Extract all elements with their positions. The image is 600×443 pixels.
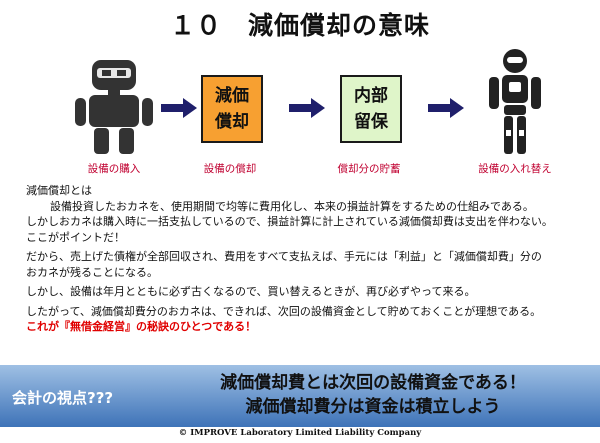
- body-line: しかし、設備は年月とともに必ず古くなるので、買い替えるときが、再び必ずやって来る…: [26, 285, 476, 298]
- body-line: しかしおカネは購入時に一括支払しているので、損益計算に計上されている減価償却費は…: [26, 215, 553, 228]
- body-line: だから、売上げた債権が全部回収され、費用をすべて支払えば、手元には「利益」と「減…: [26, 250, 542, 263]
- box-line: 内部: [354, 86, 388, 106]
- footer-message: 減価償却費とは次回の設備資金である！ 減価償却費分は資金は積立しよう: [158, 371, 588, 419]
- body-line: おカネが残ることになる。: [26, 265, 158, 279]
- old-robot-icon: [75, 60, 153, 154]
- definition-text: 設備投資したおカネを、使用期間で均等に費用化し、本来の損益計算をするための仕組み…: [50, 199, 534, 213]
- body-line: したがって、減価償却費分のおカネは、できれば、次回の設備資金として貯めておくこと…: [26, 304, 542, 318]
- box-line: 償却: [215, 112, 249, 132]
- footer-message-line: 減価償却費分は資金は積立しよう: [245, 397, 501, 417]
- arrow-right-icon: [289, 98, 325, 118]
- explanation-text: 減価償却とは 設備投資したおカネを、使用期間で均等に費用化し、本来の損益計算をす…: [26, 183, 596, 335]
- box-line: 減価: [215, 86, 249, 106]
- step-label-purchase: 設備の購入: [87, 163, 141, 175]
- point-text: ここがポイントだ！: [26, 230, 125, 244]
- box-line: 留保: [354, 112, 388, 132]
- footer-band: [0, 365, 600, 427]
- retained-earnings-box: 内部 留保: [340, 75, 402, 143]
- section-heading: 減価償却とは: [26, 184, 92, 197]
- depreciation-box: 減価 償却: [201, 75, 263, 143]
- step-label-savings: 償却分の貯蓄: [337, 163, 401, 175]
- conclusion-text: これが『無借金経営』の秘訣のひとつである！: [26, 320, 257, 333]
- new-robot-icon: [489, 49, 541, 154]
- arrow-right-icon: [161, 98, 197, 118]
- page-title: １０ 減価償却の意味: [169, 11, 430, 40]
- copyright: © IMPROVE Laboratory Limited Liability C…: [178, 428, 422, 438]
- footer-message-line: 減価償却費とは次回の設備資金である！: [220, 373, 526, 393]
- step-label-depreciation: 設備の償却: [203, 163, 257, 175]
- arrow-right-icon: [428, 98, 464, 118]
- step-label-replacement: 設備の入れ替え: [478, 163, 552, 175]
- footer-label: 会計の視点???: [12, 389, 114, 407]
